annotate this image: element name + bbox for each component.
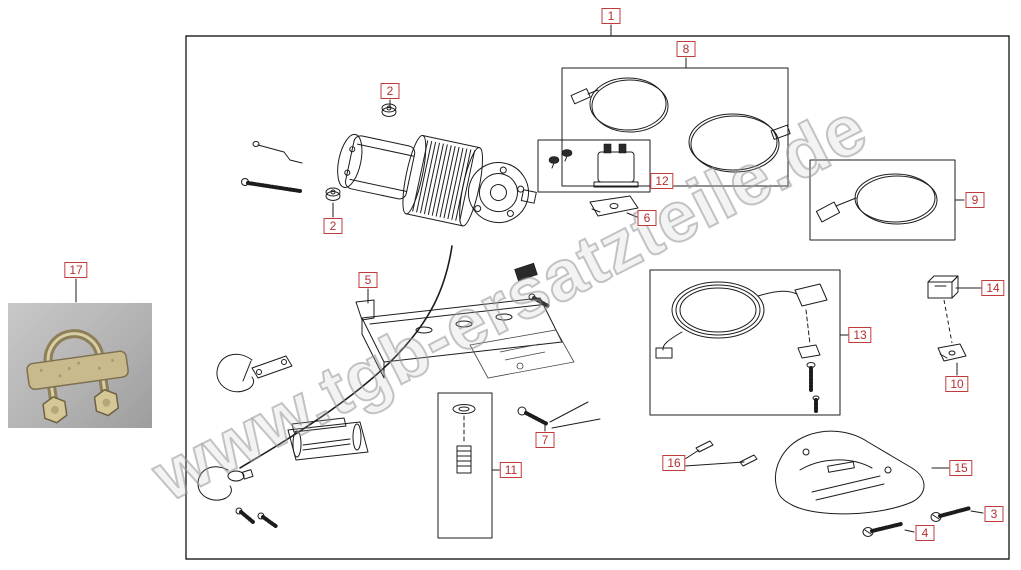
screw-3-drawing <box>931 508 970 522</box>
mounting-plate-5-drawing <box>356 298 562 378</box>
callout-12: 12 <box>650 173 674 189</box>
callout-4: 4 <box>915 525 935 541</box>
key-pins-16-drawing <box>696 441 757 466</box>
switch-kit-12-box <box>538 140 650 192</box>
callout-17: 17 <box>64 262 88 278</box>
callout-11: 11 <box>499 462 523 478</box>
callout-13: 13 <box>848 327 872 343</box>
screw-4-drawing <box>863 524 901 537</box>
callout-9: 9 <box>965 192 985 208</box>
flange-nut-2b-drawing <box>326 188 340 201</box>
connector-14-drawing <box>928 276 958 298</box>
winch-assembly-drawing <box>331 120 543 240</box>
callout-1: 1 <box>601 8 621 24</box>
cable-kit-9-box <box>810 160 955 240</box>
callout-15: 15 <box>949 460 973 476</box>
bracket-10-drawing <box>938 344 966 361</box>
diagram-frame <box>186 36 1009 559</box>
fastener-kit-11-box <box>438 393 492 538</box>
callout-2a: 2 <box>380 83 400 99</box>
callout-7: 7 <box>535 432 555 448</box>
callout-6: 6 <box>637 210 657 226</box>
callout-16: 16 <box>662 455 686 471</box>
cover-plate-15-drawing <box>776 431 924 514</box>
pin-and-screw-drawing <box>242 142 303 192</box>
callout-14: 14 <box>981 280 1005 296</box>
callout-10: 10 <box>945 376 969 392</box>
callout-8: 8 <box>676 41 696 57</box>
flange-nut-2a-drawing <box>382 104 396 117</box>
wire-rope-clip-photo <box>8 303 152 428</box>
alignment-dash-14-10 <box>944 300 952 343</box>
callout-5: 5 <box>358 272 378 288</box>
callout-3: 3 <box>984 506 1004 522</box>
plate-fasteners-drawing <box>515 263 548 306</box>
wire-rope-clip-drawing <box>26 329 129 424</box>
plate-sketch-drawing <box>470 330 574 378</box>
bracket-6-drawing <box>590 196 638 216</box>
wiring-kit-13-box <box>650 270 840 415</box>
cable-kit-8-box <box>562 68 790 186</box>
callout-2b: 2 <box>323 218 343 234</box>
hook-cable-assembly-drawing <box>198 246 452 527</box>
bolt-7-drawing <box>518 402 600 428</box>
